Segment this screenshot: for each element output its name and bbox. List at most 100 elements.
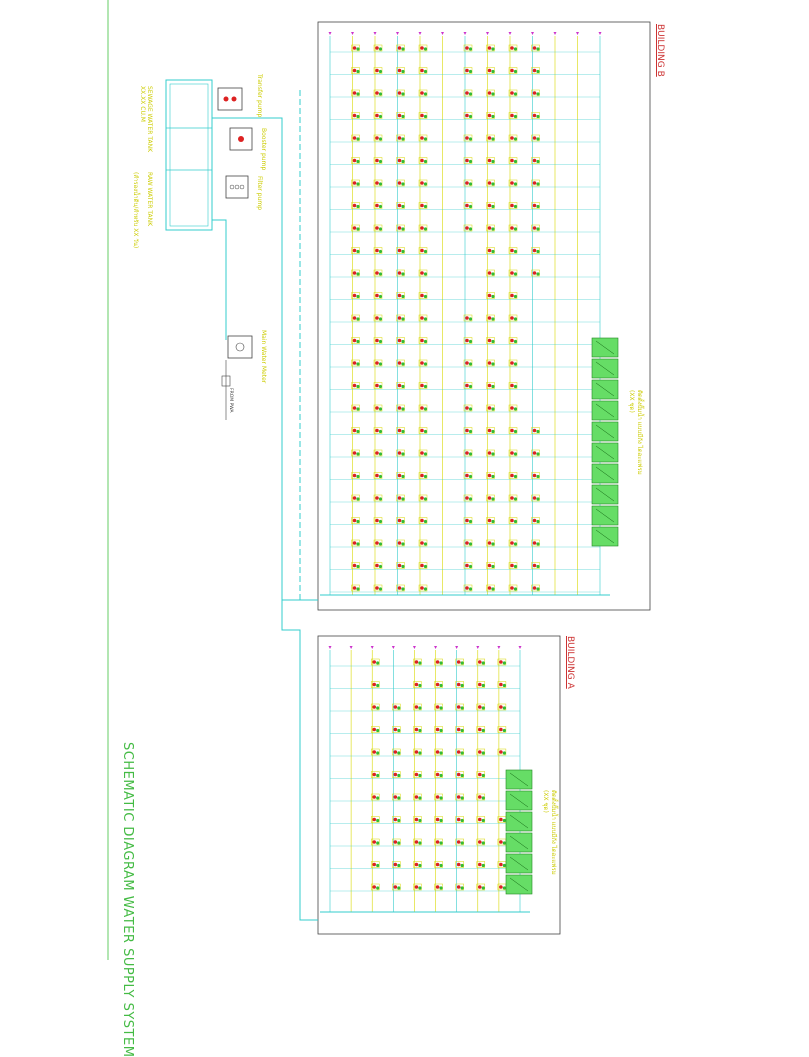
fixture-icon xyxy=(531,44,540,52)
fixture-icon xyxy=(531,449,540,457)
fixture-icon xyxy=(396,427,405,434)
fixture-icon xyxy=(455,816,464,823)
fixture-icon xyxy=(463,539,473,547)
fixture-icon xyxy=(508,449,518,457)
fixture-icon xyxy=(396,404,405,412)
fixture-icon xyxy=(508,112,518,119)
fixture-icon xyxy=(486,67,495,74)
riser-top-marker xyxy=(418,32,422,35)
fixture-icon xyxy=(418,517,428,524)
fixture-icon xyxy=(476,861,486,868)
fixture-icon xyxy=(476,658,486,666)
fixture-icon xyxy=(418,179,428,187)
sewage-tank-label: SEWAGE WATER TANK xyxy=(146,86,153,153)
fixture-icon xyxy=(531,247,540,254)
fixture-icon xyxy=(486,382,495,389)
riser-top-marker xyxy=(412,646,416,649)
fixture-icon xyxy=(508,44,518,52)
fixture-icon xyxy=(508,494,518,502)
fixture-icon xyxy=(351,337,360,344)
fixture-icon xyxy=(463,202,473,209)
fixture-icon xyxy=(508,337,518,344)
riser-top-marker xyxy=(463,32,467,35)
fixture-icon xyxy=(370,793,380,801)
fixture-icon xyxy=(413,658,422,666)
fixture-icon xyxy=(373,449,383,457)
fixture-icon xyxy=(434,838,443,846)
fixture-icon xyxy=(486,269,495,277)
building-a-booster-note-sub: (XX ชุด) xyxy=(542,790,549,813)
fixture-icon xyxy=(463,472,473,479)
sewage-tank-sub: XX.XX CU.M xyxy=(139,86,146,122)
fixture-icon xyxy=(476,726,486,733)
fixture-icon xyxy=(370,726,380,733)
fixture-icon xyxy=(508,427,518,434)
fixture-icon xyxy=(418,449,428,457)
fixture-icon xyxy=(508,269,518,277)
fixture-icon xyxy=(418,89,428,97)
fixture-icon xyxy=(476,793,486,801)
fixture-icon xyxy=(370,748,380,756)
diaphragm-tank xyxy=(591,484,619,505)
fixture-icon xyxy=(392,748,401,756)
diaphragm-tank xyxy=(505,853,533,874)
fixture-icon xyxy=(392,703,401,711)
fixture-icon xyxy=(396,202,405,209)
fixture-icon xyxy=(531,562,540,569)
fixture-icon xyxy=(351,224,360,232)
building-a-booster-note: ติดตั้งปั๊มน้ำ แบบมีถัง ไดอะแฟรม xyxy=(550,790,557,875)
fixture-icon xyxy=(351,562,360,569)
fixture-icon xyxy=(508,89,518,97)
fixture-icon xyxy=(396,314,405,322)
fixture-icon xyxy=(396,449,405,457)
fixture-icon xyxy=(351,134,360,142)
fixture-icon xyxy=(373,292,383,299)
fixture-icon xyxy=(370,681,380,688)
fixture-icon xyxy=(508,157,518,164)
fixture-icon xyxy=(396,247,405,254)
fixture-icon xyxy=(370,816,380,823)
fixture-icon xyxy=(531,539,540,547)
fixture-icon xyxy=(351,427,360,434)
fixture-icon xyxy=(396,562,405,569)
fixture-icon xyxy=(463,449,473,457)
fixture-icon xyxy=(413,681,422,688)
fixture-icon xyxy=(455,726,464,733)
fixture-icon xyxy=(413,793,422,801)
fixture-icon xyxy=(508,224,518,232)
fixture-icon xyxy=(373,269,383,277)
fixture-icon xyxy=(396,359,405,367)
riser-top-marker xyxy=(434,646,438,649)
building-b-booster-note: ติดตั้งปั๊มน้ำ แบบมีถัง ไดอะแฟรม xyxy=(636,390,643,475)
fixture-icon xyxy=(508,472,518,479)
riser-top-marker xyxy=(391,646,395,649)
riser-top-marker xyxy=(486,32,489,35)
fixture-icon xyxy=(486,562,495,569)
fixture-icon xyxy=(396,89,405,97)
fixture-icon xyxy=(531,179,540,187)
fixture-icon xyxy=(396,584,405,592)
booster-pump-label: Booster pump xyxy=(260,128,267,171)
fixture-icon xyxy=(418,539,428,547)
fixture-icon xyxy=(434,816,443,823)
fixture-icon xyxy=(418,134,428,142)
fixture-icon xyxy=(508,67,518,74)
fixture-icon xyxy=(508,562,518,569)
fixture-icon xyxy=(351,112,360,119)
riser-top-marker xyxy=(531,32,534,35)
fixture-icon xyxy=(434,726,443,733)
fixture-icon xyxy=(463,562,473,569)
booster-pump-set xyxy=(229,127,253,151)
fixture-icon xyxy=(418,269,428,277)
storage-tanks xyxy=(165,79,213,231)
fixture-icon xyxy=(486,157,495,164)
fixture-icon xyxy=(434,681,443,688)
fixture-icon xyxy=(486,44,495,52)
fixture-icon xyxy=(476,703,486,711)
fixture-icon xyxy=(392,726,401,733)
fixture-icon xyxy=(455,681,464,688)
fixture-icon xyxy=(373,539,383,547)
fixture-icon xyxy=(418,224,428,232)
fixture-icon xyxy=(392,793,401,801)
fixture-icon xyxy=(497,838,507,846)
